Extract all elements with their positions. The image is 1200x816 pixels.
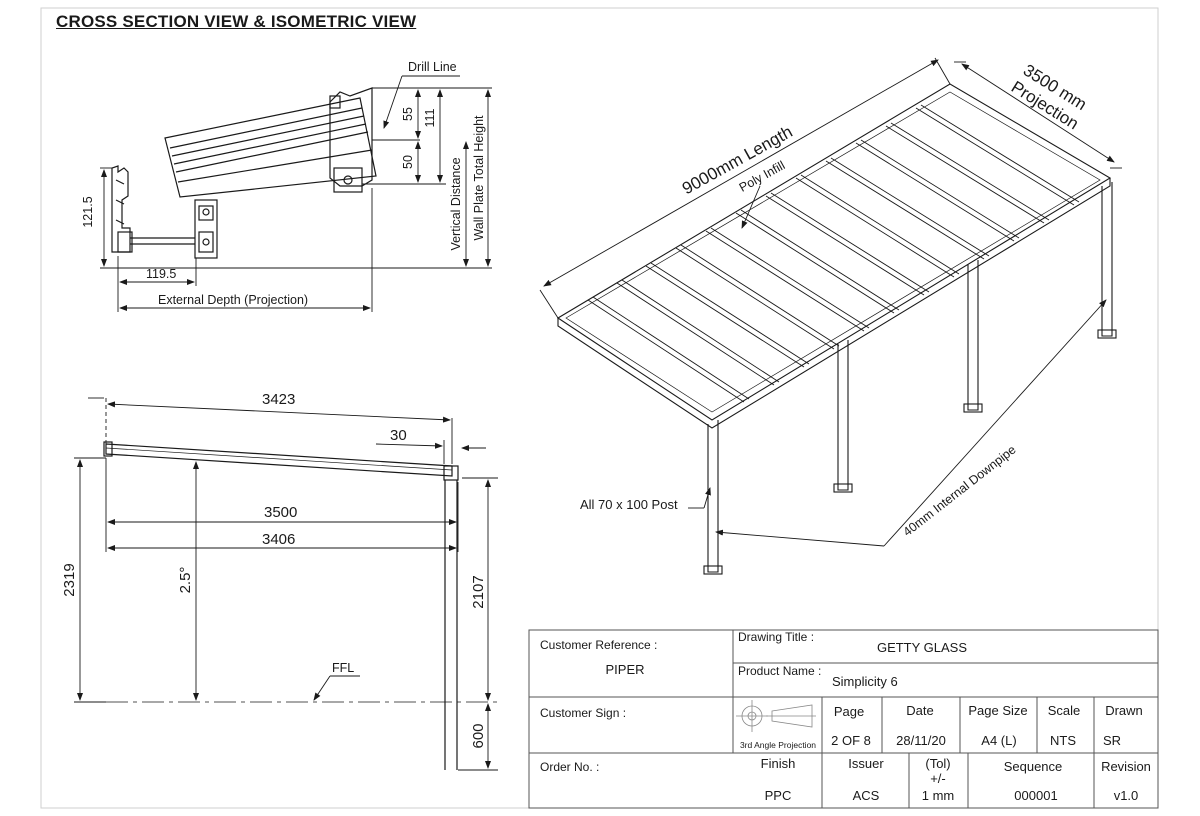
product-name-label: Product Name : bbox=[738, 664, 821, 678]
tol-sign: +/- bbox=[930, 771, 946, 786]
ffl-label: FFL bbox=[332, 661, 354, 675]
isometric-view bbox=[539, 57, 1122, 575]
isometric-labels: 9000mm Length 3500 mm Projection Poly In… bbox=[580, 61, 1090, 540]
dim-2319: 2319 bbox=[61, 563, 78, 596]
issuer-label: Issuer bbox=[848, 756, 884, 771]
post bbox=[444, 480, 458, 770]
vertical-distance-label: Vertical Distance bbox=[449, 157, 463, 250]
dim-111: 111 bbox=[423, 108, 437, 127]
roof-slope bbox=[105, 443, 453, 477]
rafters bbox=[587, 104, 1080, 403]
cross-section-labels: Drill Line 55 111 50 Vertical Distance W… bbox=[81, 60, 486, 307]
finish-label: Finish bbox=[761, 756, 796, 771]
drawing-title-label: Drawing Title : bbox=[738, 630, 814, 644]
issuer-value: ACS bbox=[853, 788, 880, 803]
dim-121-5: 121.5 bbox=[81, 196, 95, 227]
rafter-profile bbox=[164, 97, 377, 198]
isometric-dimensions bbox=[539, 57, 1122, 547]
sequence-label: Sequence bbox=[1004, 759, 1063, 774]
revision-label: Revision bbox=[1101, 759, 1151, 774]
customer-reference-value: PIPER bbox=[605, 662, 644, 677]
wall-plate-total-height-label: Wall Plate Total Height bbox=[472, 115, 486, 241]
sheet-title: CROSS SECTION VIEW & ISOMETRIC VIEW bbox=[56, 12, 417, 31]
page-label: Page bbox=[834, 704, 864, 719]
customer-reference-label: Customer Reference : bbox=[540, 638, 657, 652]
roof-frame bbox=[556, 83, 1112, 421]
side-view bbox=[74, 397, 498, 771]
drawn-label: Drawn bbox=[1105, 703, 1143, 718]
dim-50: 50 bbox=[401, 155, 415, 169]
projection-symbol-label: 3rd Angle Projection bbox=[740, 740, 816, 750]
dim-2107: 2107 bbox=[470, 575, 487, 608]
tol-value: 1 mm bbox=[922, 788, 955, 803]
gutter-profile bbox=[111, 165, 218, 259]
title-block-text: Customer Reference : PIPER Drawing Title… bbox=[540, 630, 1151, 803]
drawn-value: SR bbox=[1103, 733, 1121, 748]
date-label: Date bbox=[906, 703, 933, 718]
dim-55: 55 bbox=[401, 107, 415, 121]
product-name-value: Simplicity 6 bbox=[832, 674, 898, 689]
sheet-border bbox=[40, 7, 1159, 809]
scale-label: Scale bbox=[1048, 703, 1081, 718]
post-head bbox=[443, 465, 459, 481]
drill-line-label: Drill Line bbox=[408, 60, 457, 74]
finish-value: PPC bbox=[765, 788, 792, 803]
revision-value: v1.0 bbox=[1114, 788, 1139, 803]
tol-label: (Tol) bbox=[925, 756, 950, 771]
external-depth-label: External Depth (Projection) bbox=[158, 293, 308, 307]
dim-3406: 3406 bbox=[262, 531, 295, 548]
side-view-labels: 3423 30 3500 3406 2319 2.5° 2107 FFL 600 bbox=[61, 391, 487, 749]
page-value: 2 OF 8 bbox=[831, 733, 871, 748]
wall-plate-profile bbox=[329, 87, 373, 193]
angle-label: 2.5° bbox=[177, 567, 194, 594]
cross-section-view bbox=[100, 75, 492, 312]
order-no-label: Order No. : bbox=[540, 760, 599, 774]
post-label: All 70 x 100 Post bbox=[580, 497, 678, 512]
third-angle-projection-symbol bbox=[736, 700, 816, 732]
page-size-label: Page Size bbox=[968, 703, 1027, 718]
dim-119-5: 119.5 bbox=[146, 267, 176, 281]
sequence-value: 000001 bbox=[1014, 788, 1057, 803]
customer-sign-label: Customer Sign : bbox=[540, 706, 626, 720]
posts bbox=[703, 182, 1117, 575]
page-size-value: A4 (L) bbox=[981, 733, 1016, 748]
dim-30: 30 bbox=[390, 427, 407, 444]
title-block-frame bbox=[528, 629, 1159, 809]
drawing-title-value: GETTY GLASS bbox=[877, 640, 967, 655]
side-view-dimensions bbox=[74, 397, 498, 771]
dim-3423: 3423 bbox=[262, 391, 295, 408]
scale-value: NTS bbox=[1050, 733, 1076, 748]
title-block bbox=[528, 629, 1159, 809]
cross-section-dimensions bbox=[100, 75, 492, 312]
dim-600: 600 bbox=[470, 723, 487, 748]
downpipe-label: 40mm Internal Downpipe bbox=[900, 443, 1018, 540]
dim-3500: 3500 bbox=[264, 504, 297, 521]
date-value: 28/11/20 bbox=[896, 733, 946, 748]
